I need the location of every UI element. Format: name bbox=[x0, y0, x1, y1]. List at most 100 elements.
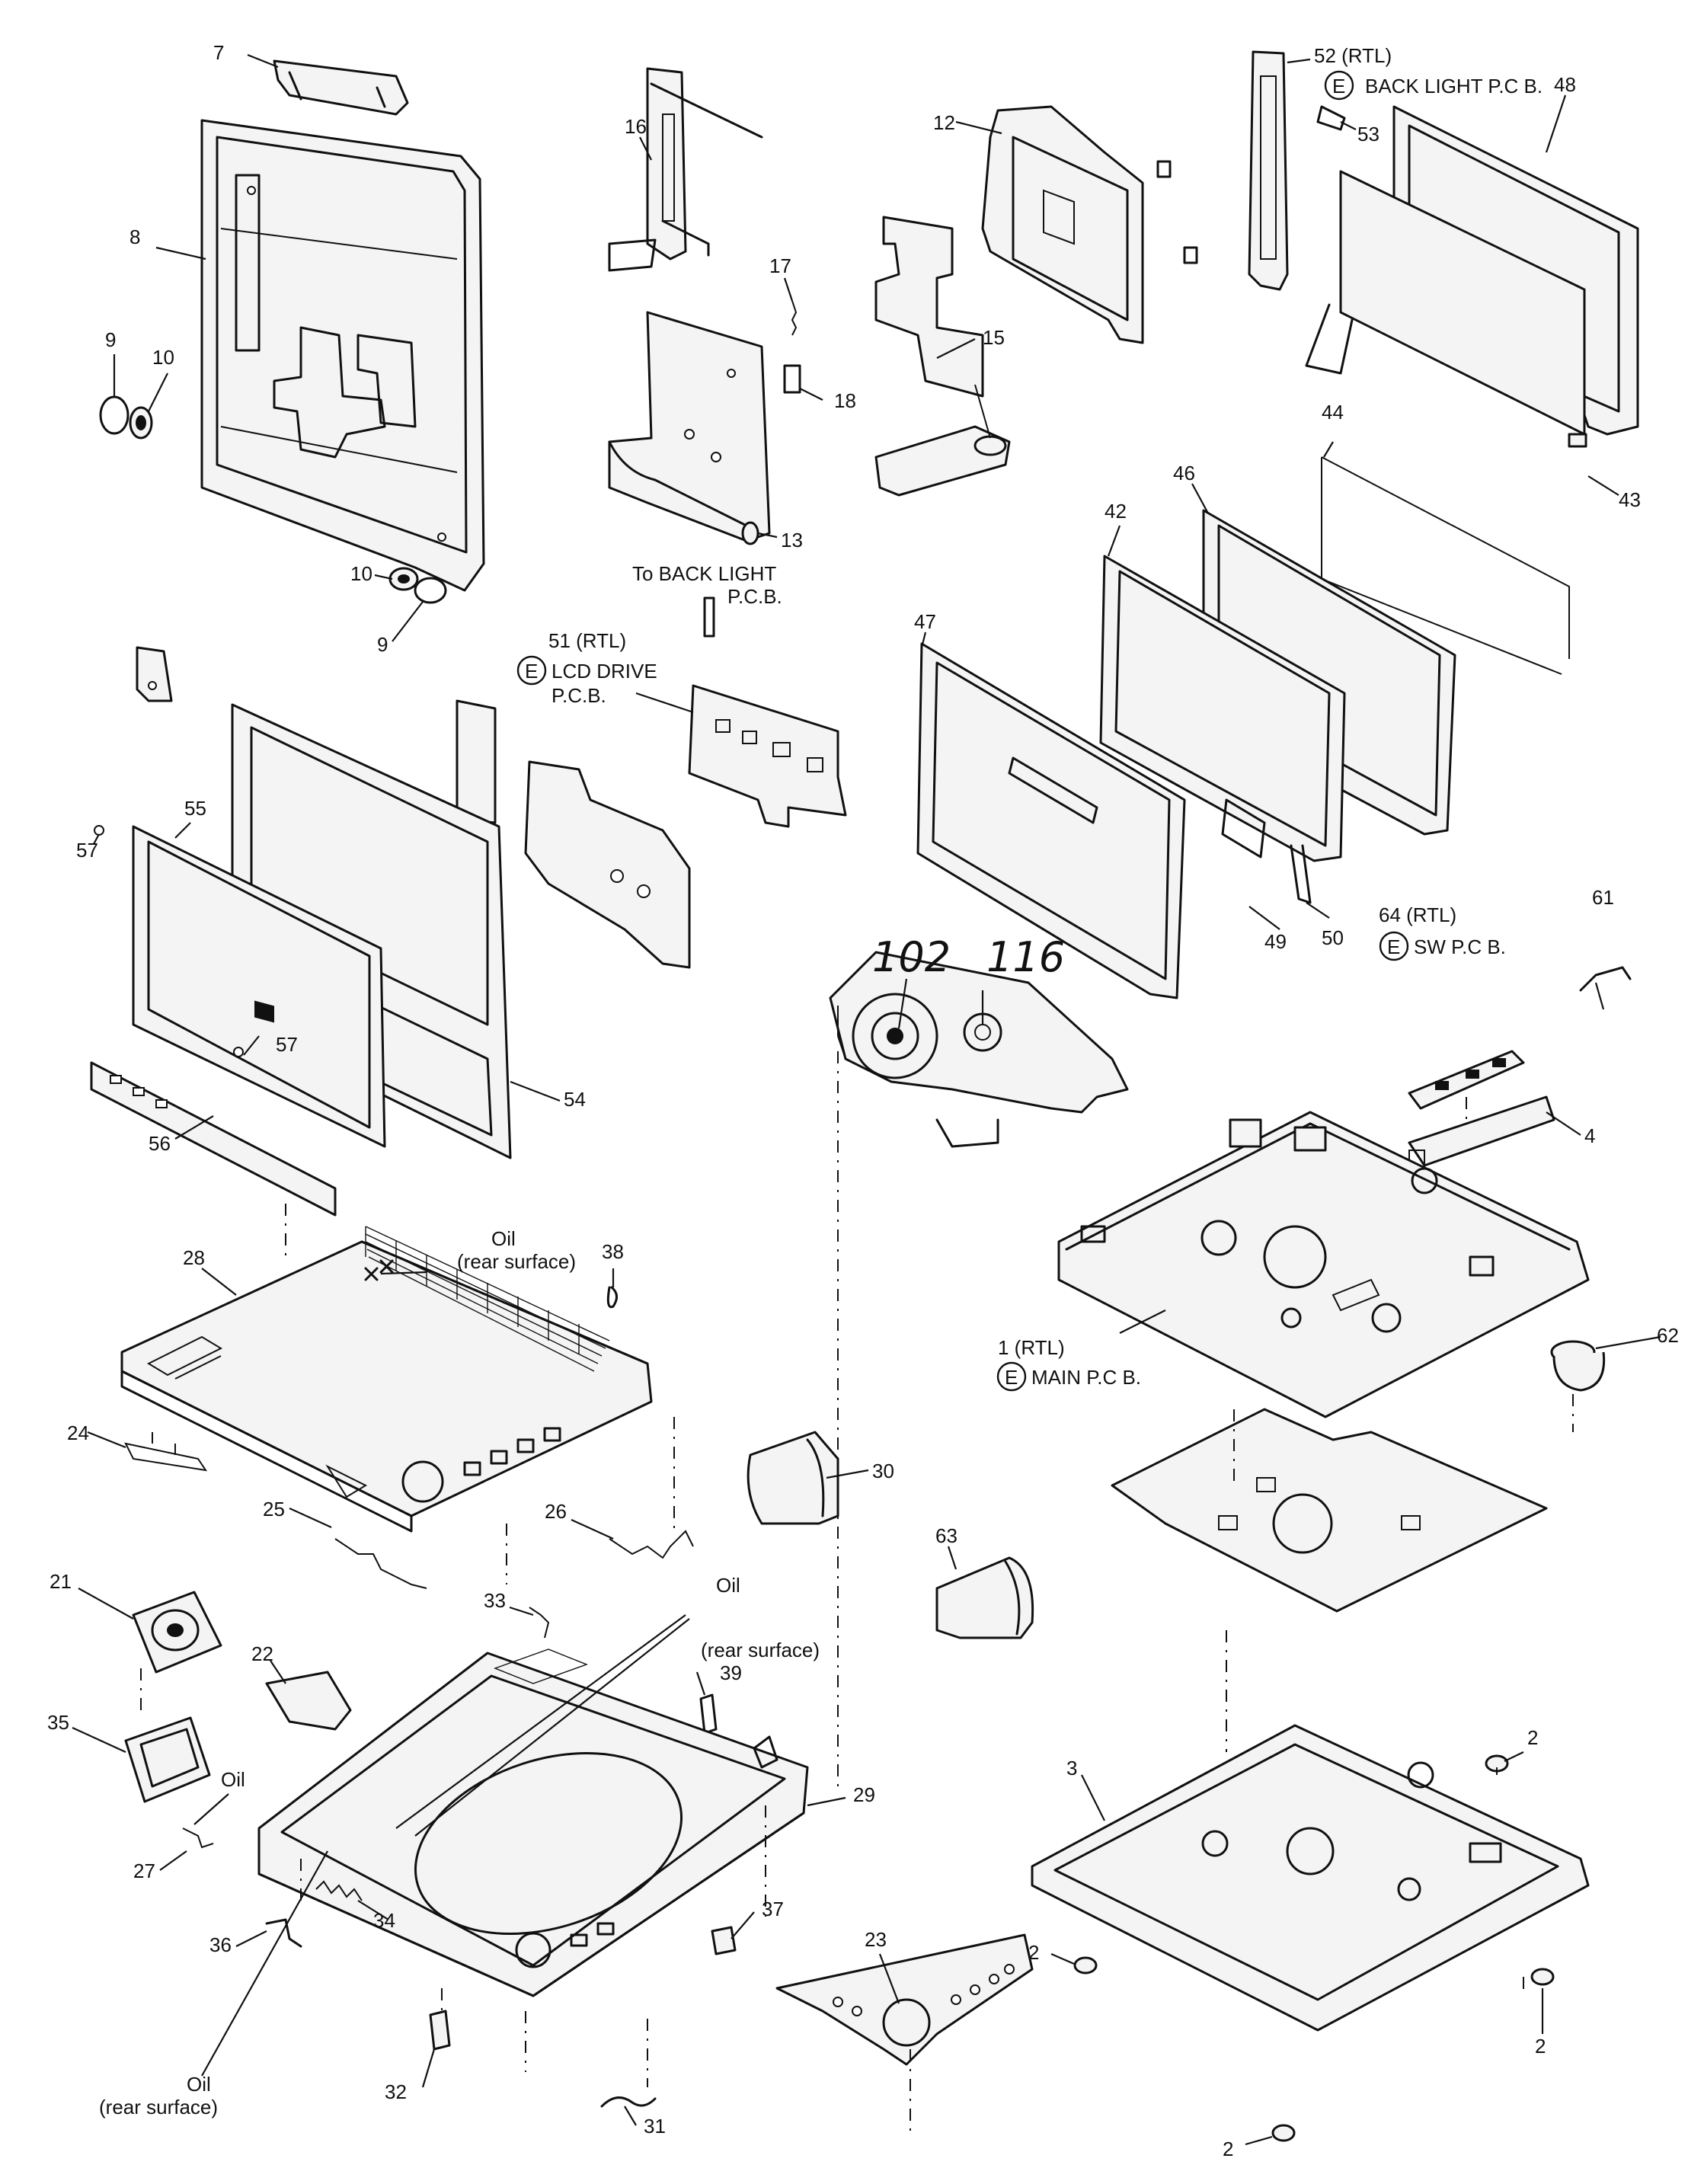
part-48-lcd-backlight-frame bbox=[1305, 105, 1639, 448]
label-35: 35 bbox=[47, 1711, 69, 1734]
part-38-clip bbox=[606, 1286, 618, 1309]
label-10b: 10 bbox=[350, 562, 372, 585]
label-63: 63 bbox=[935, 1524, 958, 1547]
part-35-speaker-box bbox=[124, 1716, 211, 1803]
label-30: 30 bbox=[872, 1460, 894, 1482]
label-50: 50 bbox=[1322, 926, 1344, 949]
label-33: 33 bbox=[484, 1589, 506, 1612]
label-4: 4 bbox=[1584, 1124, 1595, 1147]
label-oil-2-sub: (rear surface) bbox=[701, 1639, 820, 1661]
part-42-lcd-panel bbox=[1099, 555, 1346, 904]
part-9-ring-a bbox=[99, 395, 129, 435]
label-54: 54 bbox=[564, 1088, 586, 1111]
label-13: 13 bbox=[781, 529, 803, 552]
label-52-pcb: BACK LIGHT P.C B. bbox=[1365, 75, 1543, 98]
part-16-hinge-frame bbox=[608, 67, 763, 272]
grille-vents bbox=[365, 1226, 610, 1372]
label-23: 23 bbox=[865, 1928, 887, 1951]
part-30-hinge-cover bbox=[746, 1431, 839, 1525]
label-oil-4: Oil bbox=[187, 2073, 211, 2096]
part-63-hinge-cover-b bbox=[935, 1556, 1034, 1639]
label-2a: 2 bbox=[1527, 1726, 1538, 1749]
label-43: 43 bbox=[1619, 488, 1641, 511]
label-29: 29 bbox=[853, 1783, 875, 1806]
label-oil-3: Oil bbox=[221, 1768, 245, 1791]
label-38: 38 bbox=[602, 1240, 624, 1263]
label-37: 37 bbox=[762, 1898, 784, 1920]
part-10-knob-a bbox=[129, 406, 153, 440]
lcd-shield-plate bbox=[524, 760, 691, 969]
e-mark-1-text: E bbox=[1005, 1366, 1018, 1389]
label-46: 46 bbox=[1173, 462, 1195, 484]
e-mark-52-text: E bbox=[1332, 75, 1345, 98]
part-47-front-glass bbox=[916, 642, 1186, 999]
label-7: 7 bbox=[213, 41, 224, 64]
part-36-lever bbox=[265, 1918, 302, 1948]
label-36: 36 bbox=[209, 1933, 232, 1956]
part-57-screw-a bbox=[94, 825, 104, 836]
part-2-foot-c bbox=[1530, 1968, 1555, 1986]
label-62: 62 bbox=[1657, 1324, 1679, 1347]
e-mark-1 bbox=[996, 1361, 1027, 1392]
label-9a: 9 bbox=[105, 328, 116, 351]
label-49: 49 bbox=[1264, 930, 1287, 953]
label-oil-1-sub: (rear surface) bbox=[457, 1250, 576, 1273]
part-37-latch bbox=[711, 1926, 737, 1955]
part-57-screw-b bbox=[233, 1047, 244, 1057]
label-61: 61 bbox=[1592, 886, 1614, 909]
part-32-latch bbox=[429, 2010, 451, 2051]
label-31: 31 bbox=[644, 2115, 666, 2138]
part-22-bracket bbox=[265, 1671, 352, 1731]
label-116: 116 bbox=[986, 933, 1065, 981]
e-mark-64-text: E bbox=[1387, 935, 1400, 958]
label-26: 26 bbox=[545, 1500, 567, 1523]
label-27: 27 bbox=[133, 1859, 155, 1882]
e-mark-51-text: E bbox=[525, 660, 538, 683]
label-48: 48 bbox=[1554, 73, 1576, 96]
part-31-lever bbox=[600, 2096, 657, 2108]
label-1: 1 (RTL) bbox=[998, 1336, 1065, 1359]
bottom-shield-plate bbox=[1111, 1408, 1548, 1613]
label-to-backlight-1: To BACK LIGHT bbox=[632, 562, 776, 585]
part-21-speaker bbox=[132, 1591, 222, 1674]
part-52-backlight-pcb bbox=[1248, 50, 1289, 291]
label-21: 21 bbox=[50, 1570, 72, 1593]
part-34-spring bbox=[315, 1880, 363, 1901]
label-2c: 2 bbox=[1535, 2035, 1546, 2058]
alignment-lines bbox=[140, 1051, 1574, 2133]
label-16: 16 bbox=[625, 115, 647, 138]
label-51: 51 (RTL) bbox=[548, 629, 626, 652]
label-55: 55 bbox=[184, 797, 206, 820]
label-1-pcb: MAIN P.C B. bbox=[1031, 1366, 1141, 1389]
label-34: 34 bbox=[373, 1909, 395, 1932]
label-12: 12 bbox=[933, 111, 955, 134]
part-3-bottom-frame bbox=[1031, 1724, 1590, 2032]
label-102: 102 bbox=[872, 933, 951, 981]
part-labels: 7 8 9 10 10 9 16 17 18 13 12 15 52 (RTL)… bbox=[47, 41, 1679, 2160]
part-26-switch-parts bbox=[609, 1530, 694, 1559]
part-1-main-pcb bbox=[1057, 1111, 1590, 1418]
disc-mechanism bbox=[829, 951, 1129, 1148]
label-2b: 2 bbox=[1028, 1941, 1039, 1964]
bracket-clip-top-left bbox=[136, 646, 173, 702]
label-57b: 57 bbox=[276, 1033, 298, 1056]
part-28-top-cover bbox=[120, 1240, 653, 1533]
part-61-cable bbox=[1579, 966, 1632, 992]
part-24-switch-strip bbox=[124, 1432, 208, 1472]
part-13-shield-plate bbox=[608, 311, 771, 545]
part-18-clip bbox=[783, 364, 801, 394]
part-2-foot-d bbox=[1271, 2124, 1296, 2142]
label-25: 25 bbox=[263, 1498, 285, 1520]
label-57a: 57 bbox=[76, 839, 98, 862]
label-22: 22 bbox=[251, 1642, 273, 1665]
part-12-back-panel bbox=[981, 105, 1144, 344]
lcd-shield-small bbox=[456, 699, 497, 824]
leader-lines bbox=[72, 53, 1661, 2146]
part-10-knob-b bbox=[388, 567, 419, 591]
label-oil-4-sub: (rear surface) bbox=[99, 2096, 218, 2118]
label-42: 42 bbox=[1105, 500, 1127, 523]
part-64-sw-pcb bbox=[1408, 1050, 1525, 1110]
label-64-pcb: SW P.C B. bbox=[1414, 935, 1506, 958]
part-8-rear-cabinet bbox=[200, 119, 485, 592]
label-52: 52 (RTL) bbox=[1314, 44, 1392, 67]
